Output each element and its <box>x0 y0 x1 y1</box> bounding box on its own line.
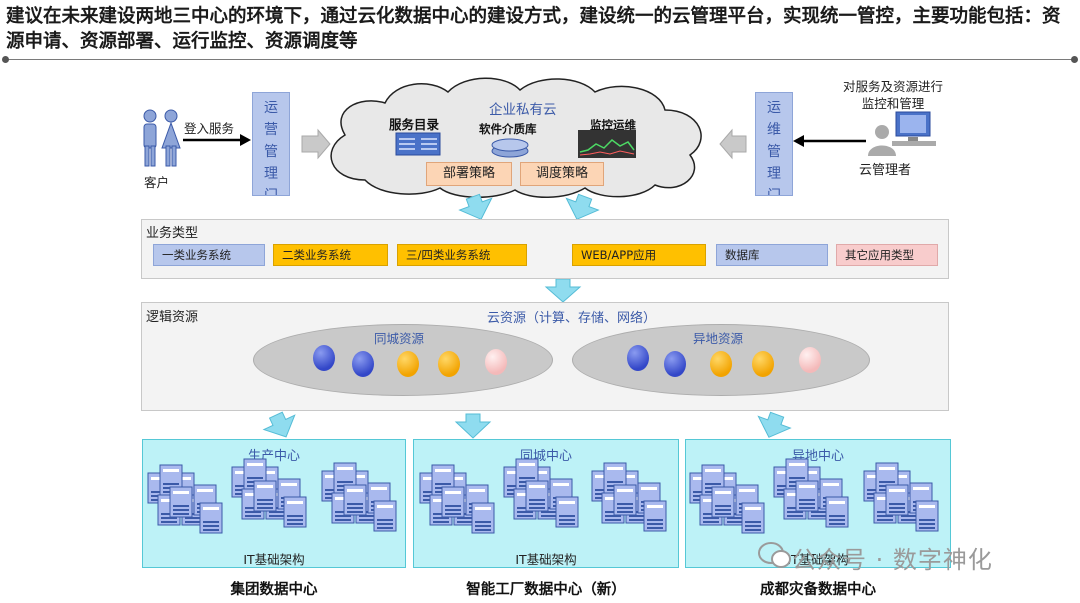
down-arrow-dc3 <box>757 411 792 438</box>
divider-dot-right <box>1071 56 1078 63</box>
dc-same-city-foot: IT基础架构 <box>515 552 577 567</box>
software-media-label: 软件介质库 <box>479 122 537 136</box>
business-type-label: 业务类型 <box>146 226 199 241</box>
manager-description: 对服务及资源进行监控和管理 <box>843 79 944 111</box>
cloud-title: 企业私有云 <box>489 102 557 118</box>
server-cluster-icon <box>774 459 848 527</box>
resource-ball-orange <box>752 351 774 377</box>
same-city-resource-label: 同城资源 <box>374 331 425 346</box>
business-item-other[interactable]: 其它应用类型 <box>836 244 938 266</box>
server-cluster-icon <box>420 465 494 533</box>
page-title: 建议在未来建设两地三中心的环境下，通过云化数据中心的建设方式，建设统一的云管理平… <box>6 6 1061 52</box>
down-arrow-dc2 <box>454 413 492 439</box>
resource-ball-pink <box>485 349 507 375</box>
server-cluster-icon <box>592 463 666 531</box>
business-item-class1[interactable]: 一类业务系统 <box>153 244 265 266</box>
down-arrow-business <box>544 278 582 303</box>
server-cluster-icon <box>232 459 306 527</box>
service-catalog-label: 服务目录 <box>389 117 440 132</box>
cloud-resource-label: 云资源（计算、存储、网络） <box>487 311 657 326</box>
resource-ball-blue <box>664 351 686 377</box>
server-cluster-icon <box>864 463 938 531</box>
resource-ball-orange <box>438 351 460 377</box>
business-item-class2[interactable]: 二类业务系统 <box>273 244 388 266</box>
dc-production-name: 集团数据中心 <box>230 582 318 598</box>
dc-same-city-name: 智能工厂数据中心（新） <box>466 582 626 598</box>
resource-ball-blue <box>627 345 649 371</box>
cloud-from-portal-arrow <box>719 128 747 160</box>
wechat-icon <box>758 542 791 568</box>
logic-resource-label: 逻辑资源 <box>146 310 199 325</box>
service-catalog-icon[interactable] <box>395 132 441 156</box>
monitor-ops-label: 监控运维 <box>590 118 636 132</box>
resource-ball-orange <box>397 351 419 377</box>
down-arrow-cloud-left <box>458 193 493 220</box>
server-cluster-icon <box>148 465 222 533</box>
customer-label: 客户 <box>144 175 170 190</box>
remote-resource-label: 异地资源 <box>693 331 744 346</box>
resource-ball-orange <box>710 351 732 377</box>
cloud-manager-icon <box>868 111 936 156</box>
cloud-manager-label: 云管理者 <box>859 163 912 178</box>
resource-ball-blue <box>352 351 374 377</box>
software-media-icon[interactable] <box>490 136 530 158</box>
operations-portal[interactable]: 运营管理门户 <box>252 92 290 196</box>
maintenance-portal[interactable]: 运维管理门户 <box>755 92 793 196</box>
login-service-label: 登入服务 <box>184 121 235 136</box>
resource-ball-blue <box>313 345 335 371</box>
private-cloud-shape <box>330 77 702 198</box>
business-item-webapp[interactable]: WEB/APP应用 <box>572 244 706 266</box>
maintenance-portal-text: 运维管理门户 <box>767 100 781 196</box>
resource-ball-pink <box>799 347 821 373</box>
down-arrow-cloud-right <box>565 193 600 220</box>
portal-to-cloud-arrow <box>301 128 331 160</box>
server-racks <box>142 455 952 551</box>
schedule-policy-button[interactable]: 调度策略 <box>520 162 604 186</box>
operations-portal-text: 运营管理门户 <box>264 100 278 196</box>
server-cluster-icon <box>504 459 578 527</box>
server-cluster-icon <box>322 463 396 531</box>
dc-remote-foot: IT基础架构 <box>787 552 849 567</box>
customer-people-icon <box>143 109 181 167</box>
watermark-text: 公众号 · 数字神化 <box>792 546 993 574</box>
title-divider <box>6 59 1074 60</box>
monitor-chart-icon[interactable] <box>578 130 636 158</box>
business-item-class34[interactable]: 三/四类业务系统 <box>397 244 527 266</box>
business-item-database[interactable]: 数据库 <box>716 244 828 266</box>
divider-dot-left <box>2 56 9 63</box>
server-cluster-icon <box>690 465 764 533</box>
dc-remote-name: 成都灾备数据中心 <box>760 582 876 598</box>
dc-production-foot: IT基础架构 <box>243 552 305 567</box>
down-arrow-dc1 <box>262 411 296 438</box>
deploy-policy-button[interactable]: 部署策略 <box>426 162 512 186</box>
